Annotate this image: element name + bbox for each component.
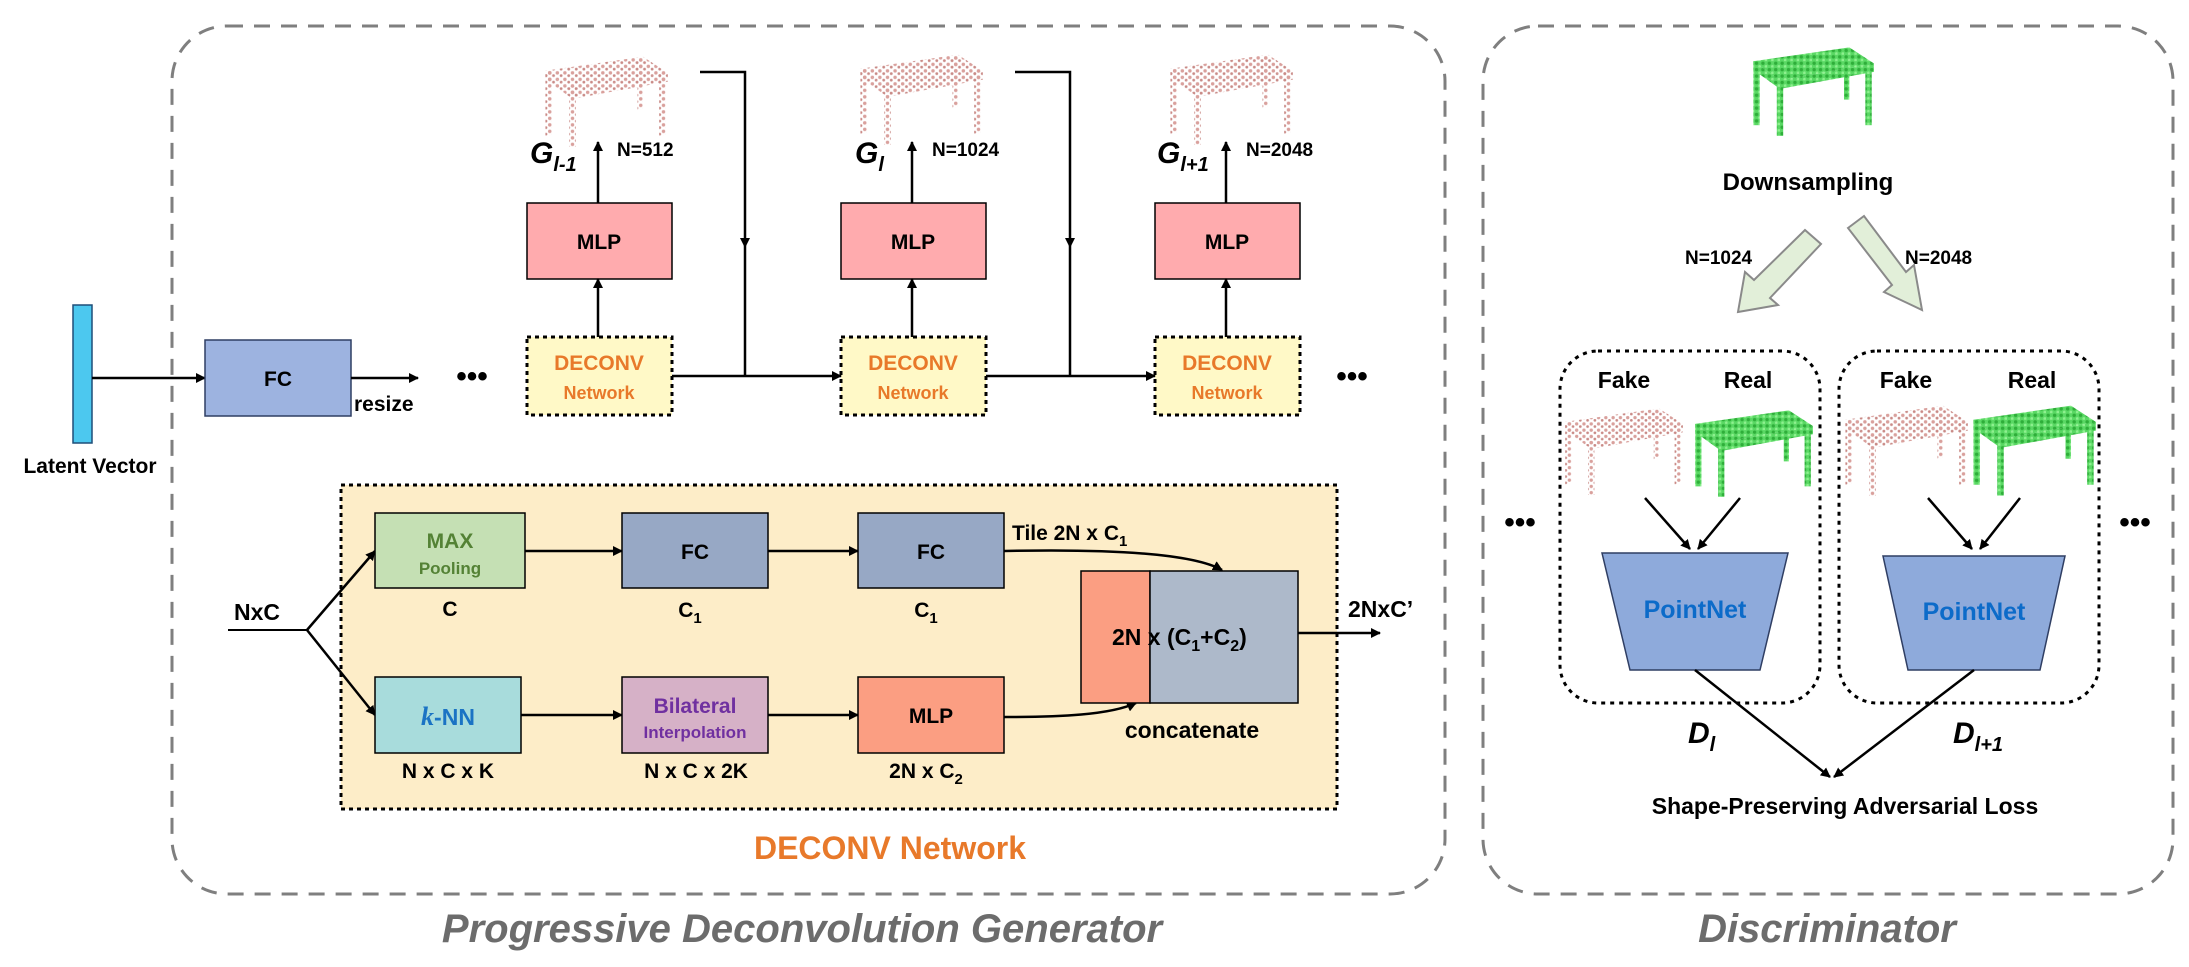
downsample-arrow-left — [1736, 228, 1823, 314]
fc2-dim-label: C1 — [914, 599, 938, 627]
n-right-label: N=2048 — [1905, 248, 1972, 269]
ellipsis-right: ••• — [1336, 360, 1368, 393]
mlp-box-3 — [1154, 202, 1301, 280]
svg-text:Network: Network — [563, 383, 635, 403]
stage-1: Gl-1 N=512 MLP DECONV Network — [525, 56, 674, 417]
knn-dim-label: N x C x K — [402, 760, 494, 783]
disc-ellipsis-left: ••• — [1504, 506, 1536, 539]
deconv-mlp-box — [857, 676, 1005, 754]
latent-vector-bar — [72, 304, 93, 444]
svg-text:MLP: MLP — [1205, 231, 1249, 254]
point-cloud-downsampling — [1753, 47, 1874, 136]
mlp-dim-label: 2N x C2 — [889, 760, 963, 788]
disc-ellipsis-right: ••• — [2119, 506, 2151, 539]
n-label-3: N=2048 — [1246, 140, 1313, 161]
fc2-box — [857, 512, 1005, 589]
d-l-label: Dl — [1688, 717, 1716, 756]
svg-text:Fake: Fake — [1880, 367, 1932, 393]
svg-text:Bilateral: Bilateral — [654, 695, 737, 718]
n-label-1: N=512 — [617, 140, 674, 161]
fc-label: FC — [264, 368, 292, 391]
downsample-arrow-right — [1846, 214, 1924, 312]
downsampling-label: Downsampling — [1723, 169, 1894, 196]
svg-text:MLP: MLP — [577, 231, 621, 254]
point-cloud-g-l-minus-1 — [545, 56, 668, 147]
svg-text:PointNet: PointNet — [1644, 596, 1747, 624]
concatenate-label: concatenate — [1125, 717, 1259, 743]
generator-title: Progressive Deconvolution Generator — [442, 907, 1165, 951]
svg-text:DECONV: DECONV — [1182, 352, 1272, 375]
g-label-1: Gl-1 — [530, 137, 577, 176]
fc-box — [204, 339, 352, 417]
concat-dim-label: 2N x (C1+C2) — [1112, 624, 1247, 655]
latent-vector-label: Latent Vector — [23, 455, 156, 478]
loss-label: Shape-Preserving Adversarial Loss — [1652, 793, 2039, 819]
fake-cloud-l — [1565, 408, 1683, 495]
svg-text:MLP: MLP — [891, 231, 935, 254]
svg-text:Pooling: Pooling — [419, 559, 481, 578]
pointnet-l-plus-1 — [1882, 555, 2066, 671]
output-label: 2NxC’ — [1348, 596, 1413, 622]
pointnet-l — [1601, 552, 1789, 671]
discriminator-panel — [1481, 24, 2175, 896]
n-left-label: N=1024 — [1685, 248, 1753, 269]
svg-text:Real: Real — [2008, 367, 2057, 393]
max-pooling-box — [374, 512, 526, 589]
mlp-box-2 — [840, 202, 987, 280]
g-label-2: Gl — [855, 137, 884, 176]
real-cloud-l — [1695, 410, 1813, 497]
svg-text:k-NN: k-NN — [421, 702, 475, 731]
svg-text:DECONV: DECONV — [868, 352, 958, 375]
stage-3: Gl+1 N=2048 MLP DECONV Network — [1153, 54, 1313, 417]
mlp-box-1 — [526, 202, 673, 280]
svg-text:PointNet: PointNet — [1923, 598, 2026, 626]
max-dim-label: C — [442, 598, 457, 621]
svg-text:Interpolation: Interpolation — [644, 723, 747, 742]
tile-label: Tile 2N x C1 — [1012, 522, 1127, 550]
deconv-box-1 — [525, 335, 674, 417]
fc1-dim-label: C1 — [678, 599, 702, 627]
d-l-plus-1-label: Dl+1 — [1953, 717, 2003, 756]
fc1-box — [621, 512, 769, 589]
concat-right-block — [1149, 570, 1299, 704]
concat-left-block — [1080, 570, 1151, 704]
svg-text:Network: Network — [877, 383, 949, 403]
fake-cloud-l-plus-1 — [1845, 405, 1968, 496]
stage-2: Gl N=1024 MLP DECONV Network — [839, 54, 1000, 417]
d-l-plus-1-group — [1837, 349, 2101, 705]
discriminator-title: Discriminator — [1698, 907, 1958, 951]
n-label-2: N=1024 — [932, 140, 1000, 161]
deconv-box-3 — [1153, 335, 1302, 417]
point-cloud-g-l — [860, 54, 983, 145]
d-l-group — [1558, 349, 1822, 705]
svg-text:FC: FC — [917, 541, 945, 564]
real-cloud-l-plus-1 — [1973, 405, 2096, 496]
input-label: NxC — [234, 599, 280, 625]
svg-text:MLP: MLP — [909, 705, 953, 728]
generator-panel — [170, 24, 1447, 896]
g-label-3: Gl+1 — [1157, 137, 1209, 176]
deconv-box-2 — [839, 335, 988, 417]
svg-text:MAX: MAX — [427, 530, 474, 553]
svg-text:Real: Real — [1724, 367, 1773, 393]
point-cloud-g-l-plus-1 — [1170, 54, 1293, 145]
svg-text:Network: Network — [1191, 383, 1263, 403]
svg-text:DECONV: DECONV — [554, 352, 644, 375]
bilateral-dim-label: N x C x 2K — [644, 760, 748, 783]
resize-label: resize — [354, 393, 414, 416]
svg-text:FC: FC — [681, 541, 709, 564]
svg-text:Fake: Fake — [1598, 367, 1650, 393]
deconv-detail-title: DECONV Network — [754, 830, 1026, 866]
ellipsis-left: ••• — [456, 360, 488, 393]
